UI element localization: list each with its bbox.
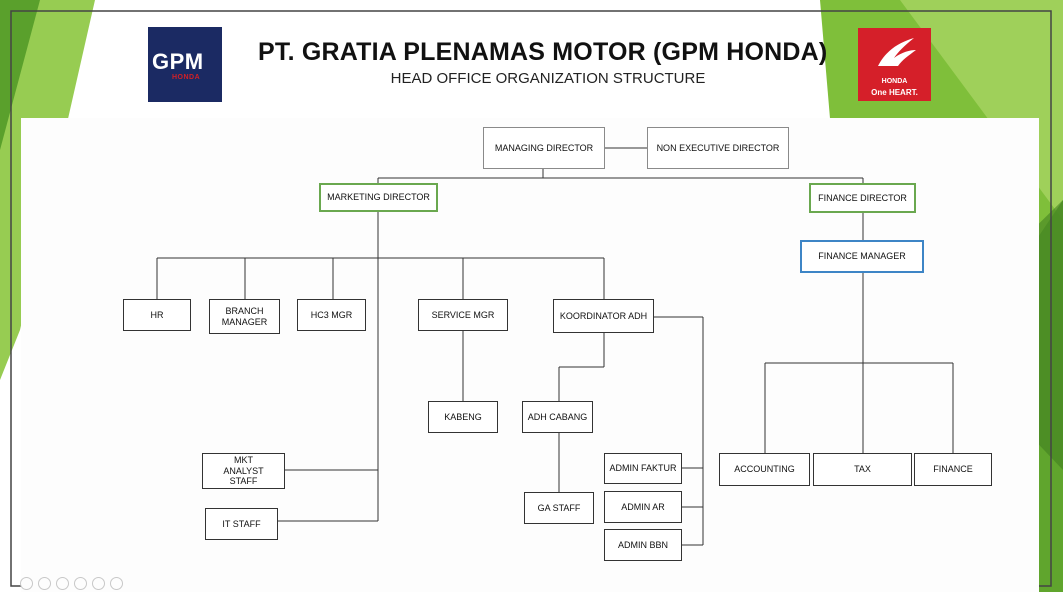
box-accounting: ACCOUNTING — [719, 453, 810, 486]
box-koordinator-adh: KOORDINATOR ADH — [553, 299, 654, 333]
slideshow-more-icon[interactable] — [110, 577, 123, 590]
box-admin-ar: ADMIN AR — [604, 491, 682, 523]
box-marketing-director: MARKETING DIRECTOR — [319, 183, 438, 212]
box-ga-staff: GA STAFF — [524, 492, 594, 524]
box-finance-manager: FINANCE MANAGER — [800, 240, 924, 273]
slideshow-play-icon[interactable] — [38, 577, 51, 590]
box-tax: TAX — [813, 453, 912, 486]
slideshow-zoom-icon[interactable] — [92, 577, 105, 590]
box-mkt-analyst-staff: MKT ANALYST STAFF — [202, 453, 285, 489]
box-admin-bbn: ADMIN BBN — [604, 529, 682, 561]
box-adh-cabang: ADH CABANG — [522, 401, 593, 433]
honda-brand-text: HONDA — [881, 78, 908, 85]
box-hr: HR — [123, 299, 191, 331]
gpm-logo-subtext: HONDA — [172, 74, 201, 81]
gpm-logo: GPM HONDA — [148, 27, 222, 102]
gpm-logo-text: GPM — [152, 49, 204, 74]
honda-wing-icon — [878, 38, 916, 66]
slideshow-prev-icon[interactable] — [20, 577, 33, 590]
box-it-staff: IT STAFF — [205, 508, 278, 540]
box-managing-director: MANAGING DIRECTOR — [483, 127, 605, 169]
box-admin-faktur: ADMIN FAKTUR — [604, 453, 682, 484]
box-non-executive-director: NON EXECUTIVE DIRECTOR — [647, 127, 789, 169]
box-kabeng: KABENG — [428, 401, 498, 433]
page-subtitle: HEAD OFFICE ORGANIZATION STRUCTURE — [390, 70, 706, 87]
honda-logo: HONDA One HEART. — [858, 28, 931, 101]
box-finance-director: FINANCE DIRECTOR — [809, 183, 916, 213]
page-title: PT. GRATIA PLENAMAS MOTOR (GPM HONDA) — [258, 38, 828, 66]
slideshow-grid-icon[interactable] — [74, 577, 87, 590]
box-hc3-mgr: HC3 MGR — [297, 299, 366, 331]
honda-tagline: One HEART. — [871, 88, 918, 97]
box-branch-manager: BRANCH MANAGER — [209, 299, 280, 334]
box-service-mgr: SERVICE MGR — [418, 299, 508, 331]
slideshow-pen-icon[interactable] — [56, 577, 69, 590]
box-finance: FINANCE — [914, 453, 992, 486]
